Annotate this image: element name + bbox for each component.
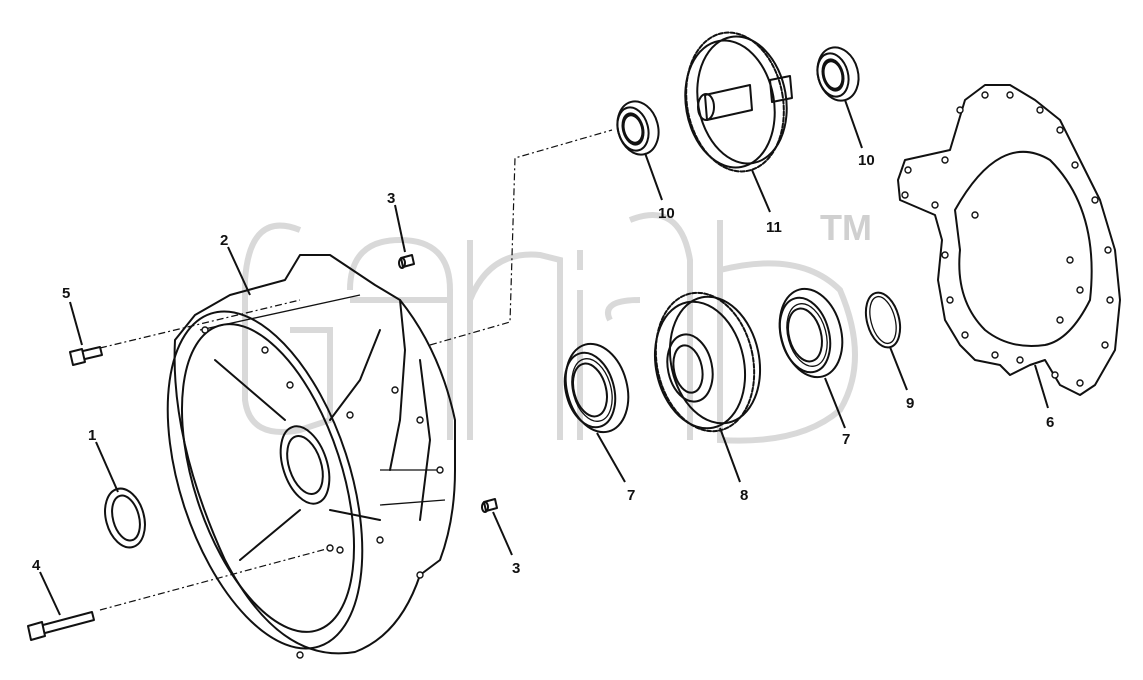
callout-7-left: 7 xyxy=(627,487,635,504)
dowel-pin-part-3-upper xyxy=(398,254,415,269)
bearing-part-10-right xyxy=(816,46,860,102)
callout-3-upper: 3 xyxy=(387,190,395,207)
callout-2: 2 xyxy=(220,232,228,249)
bearing-part-10-left xyxy=(616,100,660,156)
callout-6: 6 xyxy=(1046,414,1054,431)
housing-part-2 xyxy=(166,254,456,659)
callout-11: 11 xyxy=(766,219,782,236)
callout-9: 9 xyxy=(906,395,914,412)
dowel-pin-part-3-lower xyxy=(481,498,498,513)
snap-ring-part-9 xyxy=(864,291,902,349)
alignment-lines xyxy=(99,129,613,611)
bolt-part-5 xyxy=(69,346,103,366)
callout-7-right: 7 xyxy=(842,431,850,448)
watermark: TM xyxy=(242,207,872,444)
leader-lines xyxy=(39,99,1049,616)
callout-4: 4 xyxy=(32,557,41,574)
callout-1: 1 xyxy=(88,427,96,444)
callout-8: 8 xyxy=(740,487,748,504)
callout-3-lower: 3 xyxy=(512,560,520,577)
callout-5: 5 xyxy=(62,285,70,302)
gasket-part-6 xyxy=(897,84,1121,396)
callout-labels: 1 2 3 3 4 5 6 7 7 8 9 10 10 11 xyxy=(32,152,1054,577)
callout-10-right: 10 xyxy=(858,152,875,169)
gear-shaft-part-11 xyxy=(684,31,793,173)
trademark-mark: TM xyxy=(820,207,872,248)
gear-part-8 xyxy=(653,291,762,433)
seal-ring-part-1 xyxy=(104,487,146,549)
bearing-part-7-right xyxy=(778,287,844,379)
bolt-part-4 xyxy=(27,611,95,641)
bearing-part-7-left xyxy=(563,342,630,434)
callout-10-left: 10 xyxy=(658,205,675,222)
